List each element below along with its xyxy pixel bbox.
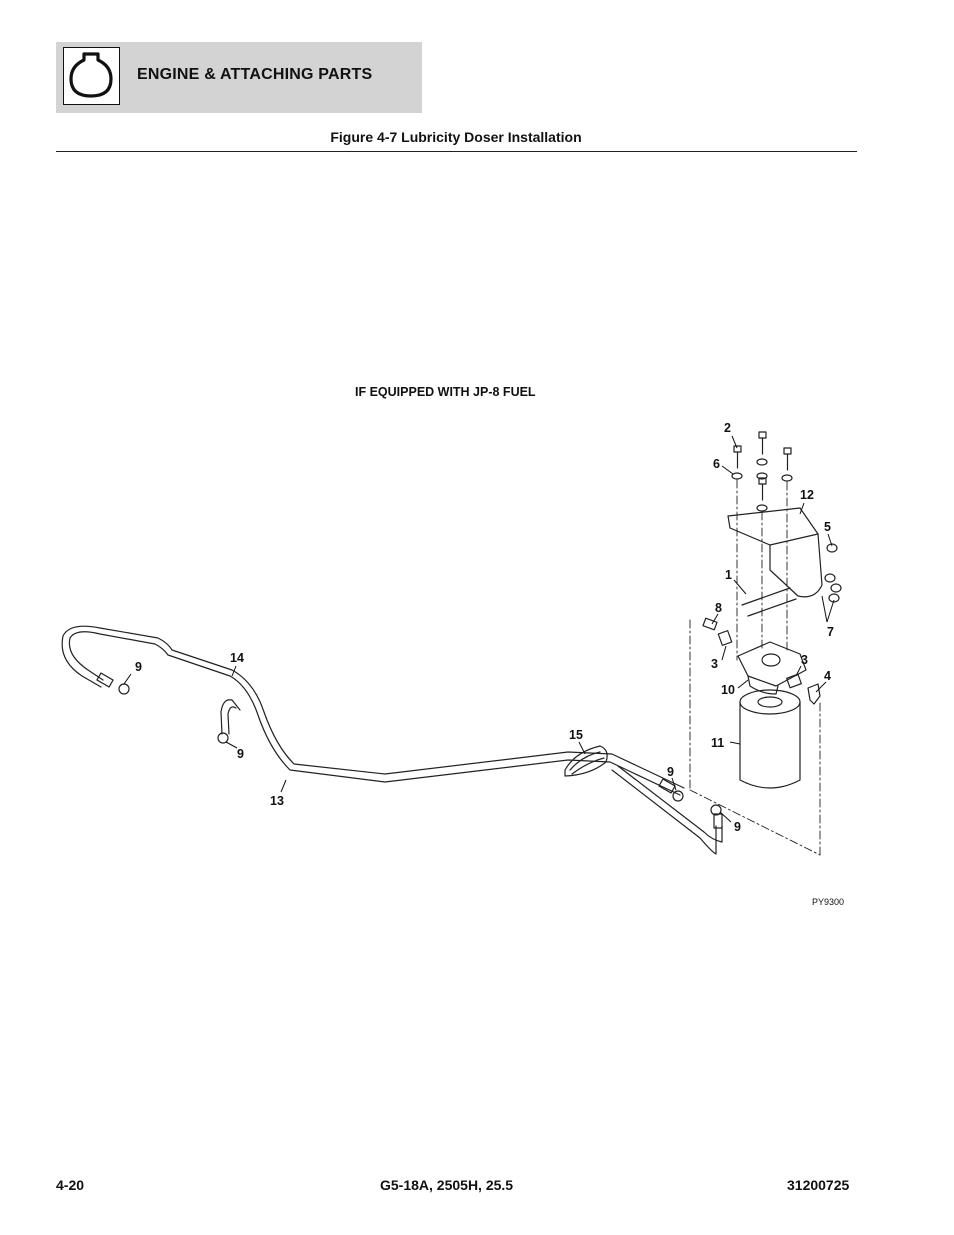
clamp [710, 804, 722, 816]
callout-label: 4 [824, 669, 831, 683]
engine-outline-icon [63, 47, 120, 105]
fitting [786, 673, 802, 689]
nut [830, 583, 842, 593]
return-line [611, 769, 717, 855]
equipment-note: IF EQUIPPED WITH JP-8 FUEL [355, 385, 536, 399]
hose-end-fitting [96, 672, 114, 688]
section-title: ENGINE & ATTACHING PARTS [137, 66, 373, 83]
fitting [702, 617, 718, 631]
callout-label: 3 [801, 653, 808, 667]
page-number: 4-20 [56, 1177, 85, 1193]
manual-number: 31200725 [787, 1177, 850, 1193]
clamp [672, 790, 684, 802]
nut [826, 543, 838, 553]
callout-label: 11 [711, 736, 724, 750]
bolt [781, 447, 793, 482]
bolt [731, 445, 743, 480]
fitting [717, 630, 733, 646]
callout-label: 10 [721, 683, 735, 697]
figure-caption: Figure 4-7 Lubricity Doser Installation [330, 129, 582, 145]
callout-label: 8 [715, 601, 722, 615]
clamp [118, 683, 130, 695]
drawing-id: PY9300 [812, 897, 844, 907]
header-divider [56, 151, 857, 152]
callout-label: 5 [824, 520, 831, 534]
callout-label: 3 [711, 657, 718, 671]
hose-end-fitting [658, 778, 676, 794]
hose-end-fitting [713, 813, 723, 829]
callout-label: 12 [800, 488, 814, 502]
callout-label: 2 [724, 421, 731, 435]
bolt [756, 477, 768, 512]
mounting-bracket [727, 507, 823, 598]
callout-label: 15 [569, 728, 583, 742]
callout-label: 9 [667, 765, 674, 779]
callout-label: 9 [237, 747, 244, 761]
fuel-line-branch [220, 699, 241, 735]
nut [824, 573, 836, 583]
fuel-line-inner [61, 625, 685, 789]
callout-label: 7 [827, 625, 834, 639]
callout-label: 9 [135, 660, 142, 674]
elbow-fitting [807, 683, 821, 705]
callout-label: 14 [230, 651, 244, 665]
clamp [217, 732, 229, 744]
fuel-line-outer [68, 631, 681, 796]
grommet [564, 745, 608, 777]
nut [828, 593, 840, 603]
callout-label: 6 [713, 457, 720, 471]
callout-label: 13 [270, 794, 284, 808]
fuel-filter [739, 701, 801, 789]
callout-label: 9 [734, 820, 741, 834]
model-designation: G5-18A, 2505H, 25.5 [380, 1177, 514, 1193]
bolt [756, 431, 768, 480]
callout-label: 1 [725, 568, 732, 582]
